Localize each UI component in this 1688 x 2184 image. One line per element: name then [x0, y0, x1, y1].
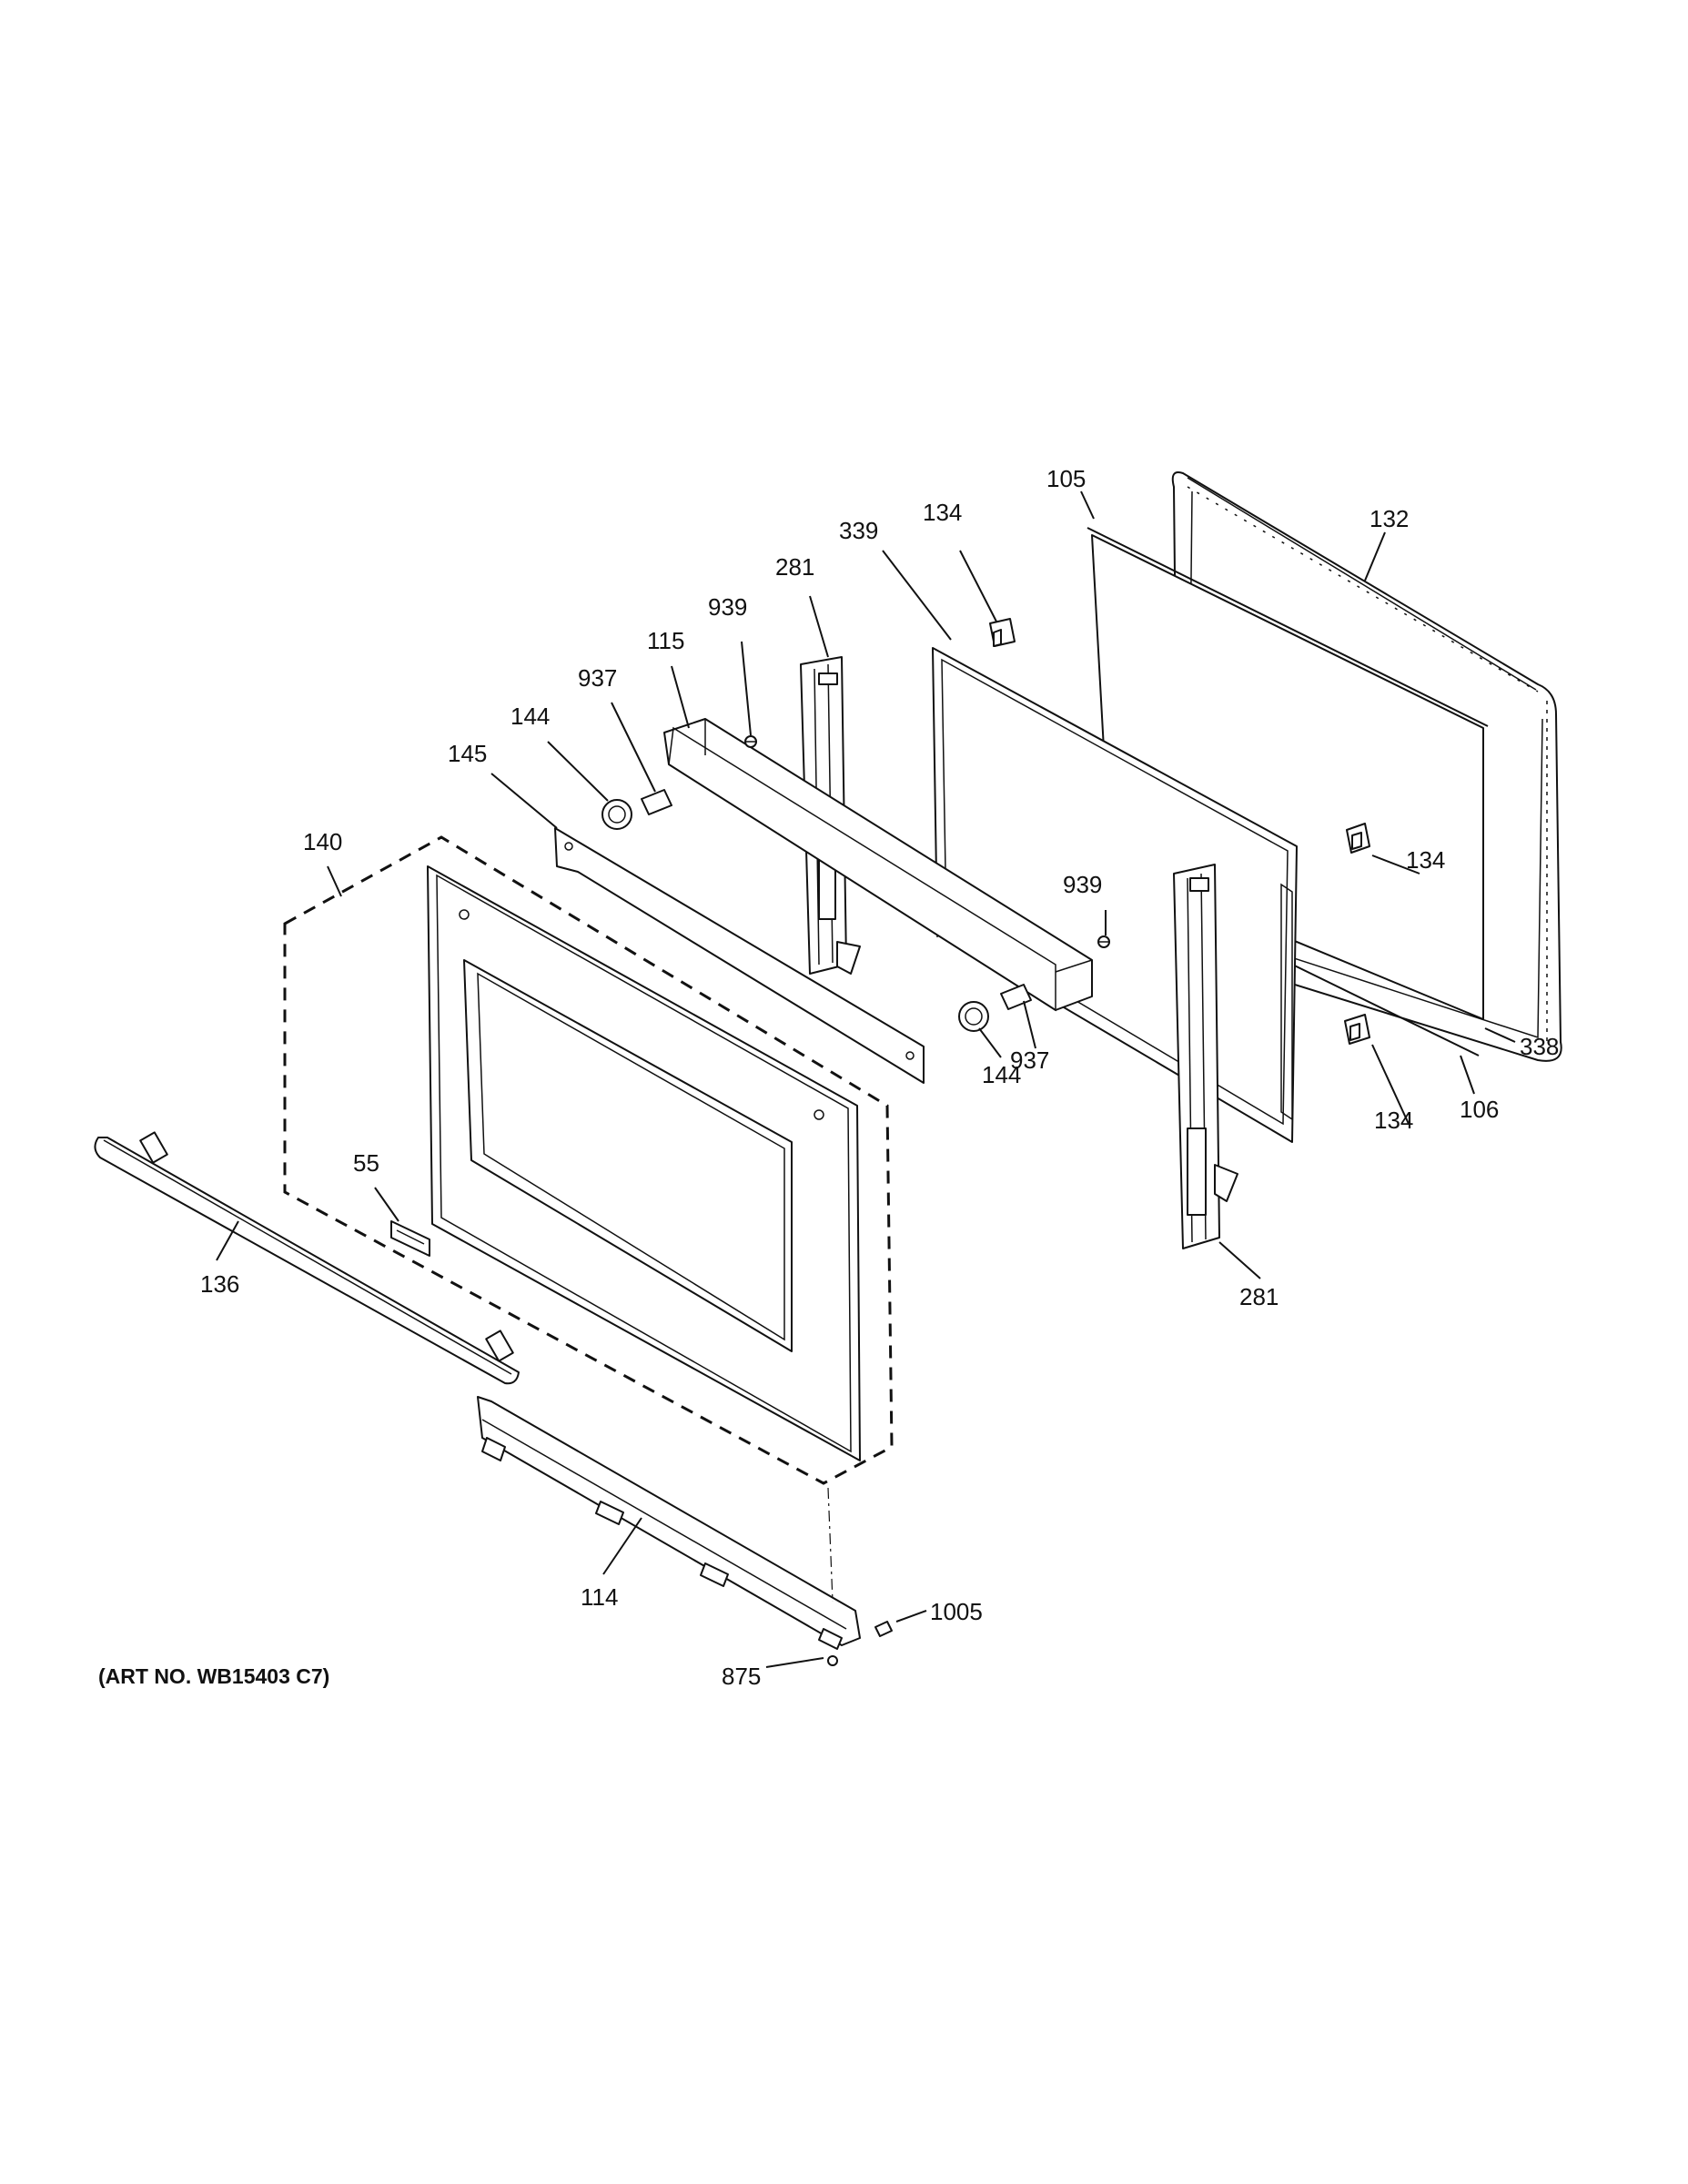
top-channel: [663, 718, 1093, 1012]
clip-bottom: [1344, 1014, 1370, 1045]
label-114: 114: [581, 1583, 618, 1611]
label-145: 145: [448, 740, 487, 767]
label-144-left: 144: [510, 703, 550, 730]
label-937-right: 937: [1010, 1046, 1049, 1074]
clip-top: [989, 618, 1016, 647]
label-115: 115: [647, 627, 684, 654]
label-281-left: 281: [775, 553, 814, 581]
vent-panel: [554, 827, 925, 1084]
label-134-top: 134: [923, 499, 962, 526]
door-handle: [94, 1131, 520, 1385]
screw-top: [744, 735, 757, 748]
alignment-centerline: [827, 1487, 834, 1603]
label-134-mid: 134: [1406, 846, 1445, 874]
nameplate: [390, 1220, 430, 1257]
outer-door-dashed-outline: [283, 835, 894, 1485]
label-875: 875: [722, 1663, 761, 1690]
grommet-right: [958, 1001, 989, 1032]
label-140: 140: [303, 828, 342, 855]
label-339: 339: [839, 517, 878, 544]
label-939-top: 939: [708, 593, 747, 621]
label-106: 106: [1460, 1096, 1499, 1123]
leader-lines: [216, 490, 1516, 1668]
standoff-left: [641, 789, 672, 815]
label-338: 338: [1520, 1033, 1559, 1060]
label-144-right: 144: [982, 1061, 1021, 1088]
hinge-right: [1173, 864, 1238, 1249]
label-55: 55: [353, 1149, 379, 1177]
bumper: [874, 1621, 893, 1637]
label-136: 136: [200, 1270, 239, 1298]
label-132: 132: [1370, 505, 1409, 532]
glass-pack: [1087, 527, 1489, 1057]
grommet-left: [601, 799, 632, 830]
bottom-trim: [477, 1396, 861, 1650]
screw-right: [1097, 935, 1110, 948]
label-937-left: 937: [578, 664, 617, 692]
clip-mid: [1346, 823, 1370, 854]
label-105: 105: [1046, 465, 1086, 492]
outer-door-panel: [427, 865, 861, 1461]
label-134-bottom: 134: [1374, 1107, 1413, 1134]
bottom-screw: [827, 1655, 838, 1666]
label-281-right: 281: [1239, 1283, 1279, 1310]
label-1005: 1005: [930, 1598, 983, 1625]
label-939-right: 939: [1063, 871, 1102, 898]
art-number-caption: (ART NO. WB15403 C7): [98, 1664, 329, 1688]
